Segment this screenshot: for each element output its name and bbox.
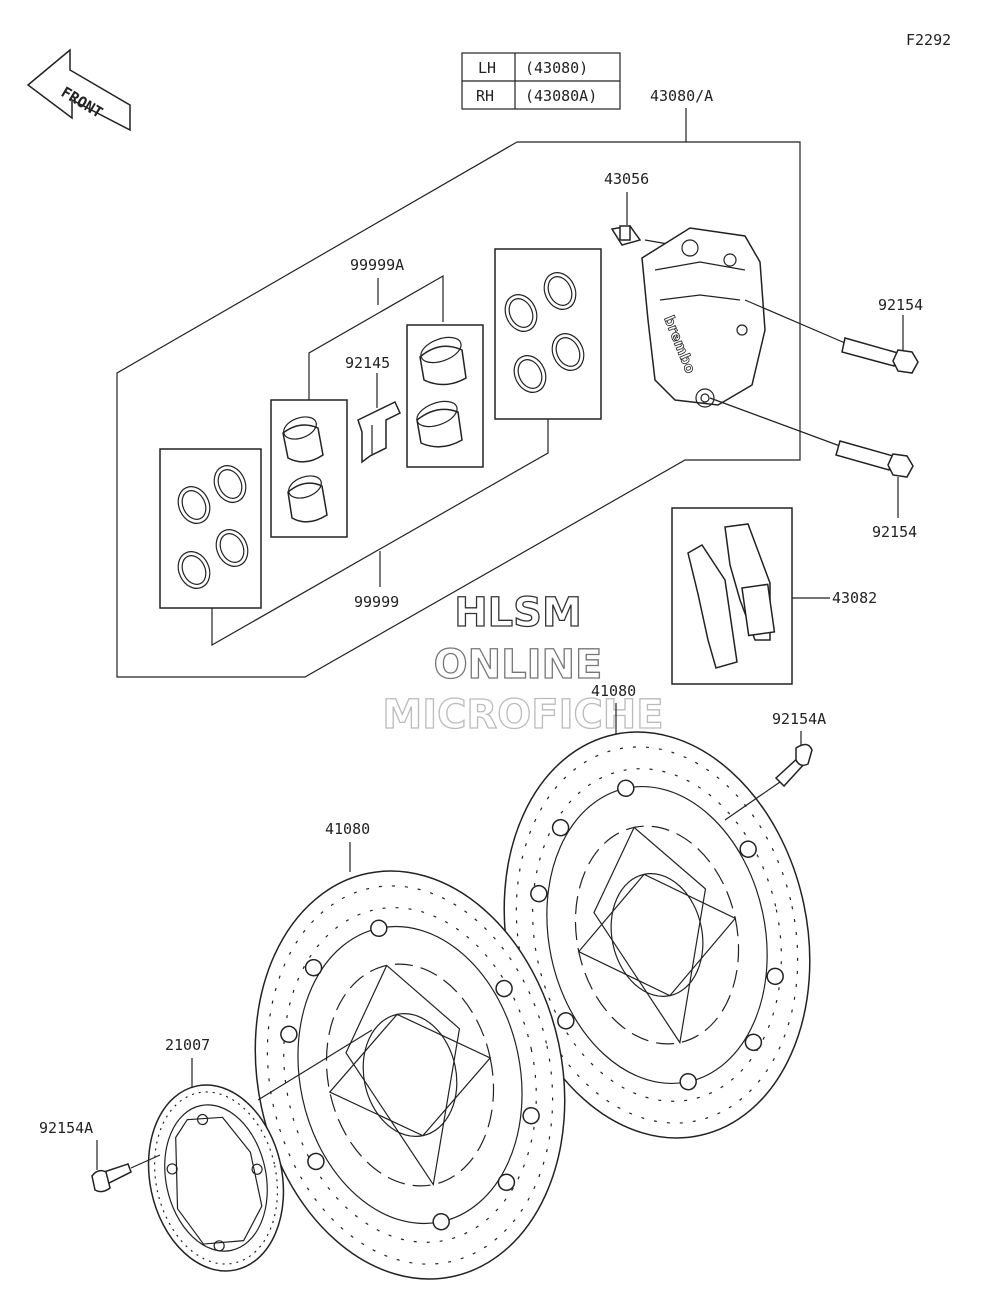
figure-code: F2292: [906, 31, 951, 49]
callout-seal-kit: 99999: [354, 593, 399, 611]
sleeve-box: [406, 324, 484, 468]
brake-pads-box: [671, 507, 793, 685]
table-part-lh: (43080): [525, 59, 588, 77]
seal-kit-box-right: [494, 248, 602, 420]
callout-seal-kit-a: 99999A: [350, 256, 404, 274]
seal-kit-box-left: [159, 448, 262, 609]
callout-clip: 92145: [345, 354, 390, 372]
callout-disc-bolt-right: 92154A: [772, 710, 826, 728]
watermark: HLSM ONLINE MICROFICHE: [382, 589, 665, 738]
callout-caliper-assy: 43080/A: [650, 87, 713, 105]
caliper-bolt-lower: [835, 440, 914, 478]
watermark-line-3: MICROFICHE: [382, 692, 663, 738]
abs-rotor-ring: [147, 1084, 285, 1272]
disc-bolt-right: [774, 743, 813, 788]
callout-bleeder: 43056: [604, 170, 649, 188]
brake-caliper: brembo: [641, 227, 766, 408]
callout-disc-left: 41080: [325, 820, 370, 838]
table-side-lh: LH: [478, 59, 496, 77]
disc-bolt-left: [91, 1163, 132, 1193]
callout-disc-bolt-left: 92154A: [39, 1119, 93, 1137]
table-part-rh: (43080A): [525, 87, 597, 105]
pad-clip: [357, 400, 401, 464]
callout-bolt-upper: 92154: [878, 296, 923, 314]
bleeder-valve: [610, 225, 642, 246]
front-arrow-icon: FRONT: [26, 48, 131, 132]
caliper-bolt-upper: [841, 337, 919, 374]
callout-pads: 43082: [832, 589, 877, 607]
table-side-rh: RH: [476, 87, 494, 105]
watermark-line-1: HLSM: [454, 590, 582, 636]
watermark-line-2: ONLINE: [434, 642, 603, 688]
callout-rotor-ring: 21007: [165, 1036, 210, 1054]
callout-disc-right: 41080: [591, 682, 636, 700]
side-table: LH (43080) RH (43080A): [461, 52, 621, 110]
brake-disc-left: [254, 870, 566, 1280]
callout-bolt-lower: 92154: [872, 523, 917, 541]
piston-box: [270, 399, 348, 538]
